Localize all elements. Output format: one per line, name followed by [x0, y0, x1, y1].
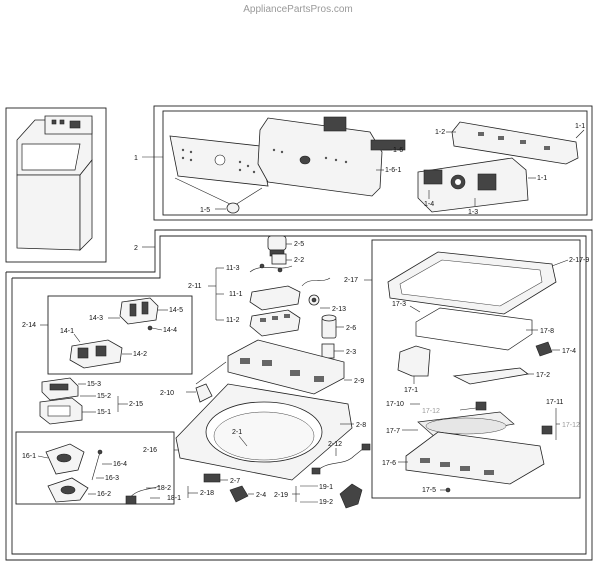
callout-18-1: 18-1 — [167, 495, 181, 502]
callout-1-1: 1-1 — [537, 175, 547, 182]
callout-14-5: 14-5 — [169, 307, 183, 314]
callout-17-12b: 17-12 — [562, 422, 580, 429]
harness-2-12: 2-12 — [311, 441, 371, 475]
callout-2-18: 2-18 — [200, 490, 214, 497]
callout-17-11: 17-11 — [546, 399, 563, 406]
callout-2-1: 2-1 — [232, 429, 242, 436]
callout-1-5: 1-5 — [200, 207, 210, 214]
callout-17-1: 17-1 — [404, 387, 418, 394]
top-cover-2-8: 2-1 2-8 — [175, 383, 366, 481]
subassembly-2-16: 2-16 16-1 16-4 16-3 16-2 — [15, 431, 184, 505]
callout-1: 1 — [134, 155, 138, 162]
callout-2-16: 2-16 — [143, 447, 157, 454]
parts-2-7-2-4: 2-7 2-4 — [203, 473, 266, 503]
callout-2-15: 2-15 — [129, 401, 143, 408]
callout-2-4: 2-4 — [256, 492, 266, 499]
callout-1-4: 1-4 — [424, 201, 434, 208]
callout-11-1: 11-1 — [229, 291, 243, 298]
callout-14-3: 14-3 — [89, 315, 103, 322]
callout-2-17: 2-17 — [344, 277, 358, 284]
callout-17-2: 17-2 — [536, 372, 550, 379]
rear-panel-2-9: 2-9 — [195, 339, 364, 395]
callout-16-1: 16-1 — [22, 453, 36, 460]
callout-1-2: 1-2 — [435, 129, 445, 136]
callout-17-12: 17-12 — [422, 408, 440, 415]
callout-2-5: 2-5 — [294, 241, 304, 248]
callout-1-6: 1-6 — [393, 147, 403, 154]
callout-17-7: 17-7 — [386, 428, 400, 435]
callout-18-2: 18-2 — [157, 485, 171, 492]
section-1-control-panel: 1 1-5 1-6 1-6-1 1-4 — [134, 105, 593, 221]
callout-2-14: 2-14 — [22, 322, 36, 329]
callout-16-2: 16-2 — [97, 491, 111, 498]
callout-17-3: 17-3 — [392, 301, 406, 308]
callout-2-3: 2-3 — [346, 349, 356, 356]
door-assembly-2-17: 2-17 2-17-9 17-3 17-8 17-1 17-2 17-4 17-… — [344, 239, 589, 499]
callout-17-10: 17-10 — [386, 401, 404, 408]
callout-17-6: 17-6 — [382, 460, 396, 467]
callout-17-8: 17-8 — [540, 328, 554, 335]
callout-11-3: 11-3 — [226, 265, 240, 272]
callout-2-9: 2-9 — [354, 378, 364, 385]
callout-19-2: 19-2 — [319, 499, 333, 506]
section-2-top-cover: 2 — [5, 229, 593, 561]
callout-14-1: 14-1 — [60, 328, 74, 335]
callout-14-4: 14-4 — [163, 327, 177, 334]
callout-2-12: 2-12 — [328, 441, 342, 448]
group-2-11: 2-11 11-3 11-1 11-2 — [188, 263, 301, 337]
assembly-2-19: 2-19 19-1 19-2 — [274, 483, 363, 509]
valves-2-5-2-2: 2-5 2-2 — [267, 235, 304, 265]
callout-17-5: 17-5 — [422, 487, 436, 494]
callout-1-3: 1-3 — [468, 209, 478, 216]
washer-overview-illustration — [5, 107, 107, 263]
sensors-2-13-2-6-2-3: 2-13 2-6 2-3 — [301, 277, 356, 359]
callout-19-1: 19-1 — [319, 484, 333, 491]
harness-2-18: 18-2 18-1 2-18 — [125, 485, 214, 505]
detergent-drawer-2-15: 15-3 15-2 15-1 2-15 — [39, 377, 143, 425]
subassembly-2-14: 2-14 14-5 14-3 14-4 14-1 14-2 — [22, 295, 193, 375]
callout-16-3: 16-3 — [105, 475, 119, 482]
callout-2-7: 2-7 — [230, 478, 240, 485]
callout-17-4: 17-4 — [562, 348, 576, 355]
watermark-text: AppliancePartsPros.com — [243, 4, 353, 15]
callout-2-13: 2-13 — [332, 306, 346, 313]
callout-2: 2 — [134, 245, 138, 252]
callout-1-1b: 1-1 — [575, 123, 585, 130]
callout-11-2: 11-2 — [226, 317, 240, 324]
lid-lock-2-10: 2-10 — [160, 383, 213, 403]
callout-2-17-9: 2-17-9 — [569, 257, 589, 264]
callout-16-4-text: 16-4 — [113, 461, 127, 468]
callout-1-6-1: 1-6-1 — [385, 167, 401, 174]
callout-15-2: 15-2 — [97, 393, 111, 400]
callout-15-3: 15-3 — [87, 381, 101, 388]
callout-2-8: 2-8 — [356, 422, 366, 429]
callout-2-19: 2-19 — [274, 492, 288, 499]
callout-2-6: 2-6 — [346, 325, 356, 332]
callout-2-11: 2-11 — [188, 283, 202, 290]
callout-15-1: 15-1 — [97, 409, 111, 416]
callout-2-2: 2-2 — [294, 257, 304, 264]
callout-14-2: 14-2 — [133, 351, 147, 358]
callout-2-10: 2-10 — [160, 390, 174, 397]
